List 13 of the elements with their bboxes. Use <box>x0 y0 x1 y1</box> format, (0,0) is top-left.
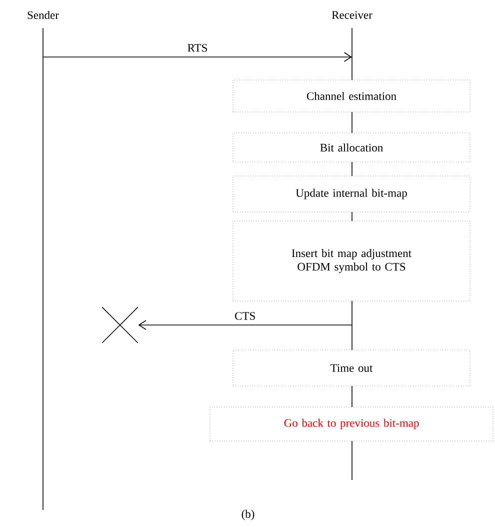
caption: (b) <box>242 510 254 520</box>
edge-label: RTS <box>188 44 207 52</box>
process-box: Update internal bit-map <box>232 176 470 212</box>
lost-message-cross <box>102 307 138 343</box>
process-box: Bit allocation <box>232 132 470 162</box>
process-box: Time out <box>232 350 470 386</box>
process-box: Go back to previous bit-map <box>210 406 494 442</box>
edge-label: CTS <box>235 312 255 320</box>
arrow <box>138 320 352 330</box>
process-box: Insert bit map adjustment OFDM symbol to CTS <box>232 220 470 302</box>
process-box: Channel estimation <box>232 80 470 112</box>
arrow <box>42 52 352 62</box>
lifeline: Sender <box>28 10 59 510</box>
